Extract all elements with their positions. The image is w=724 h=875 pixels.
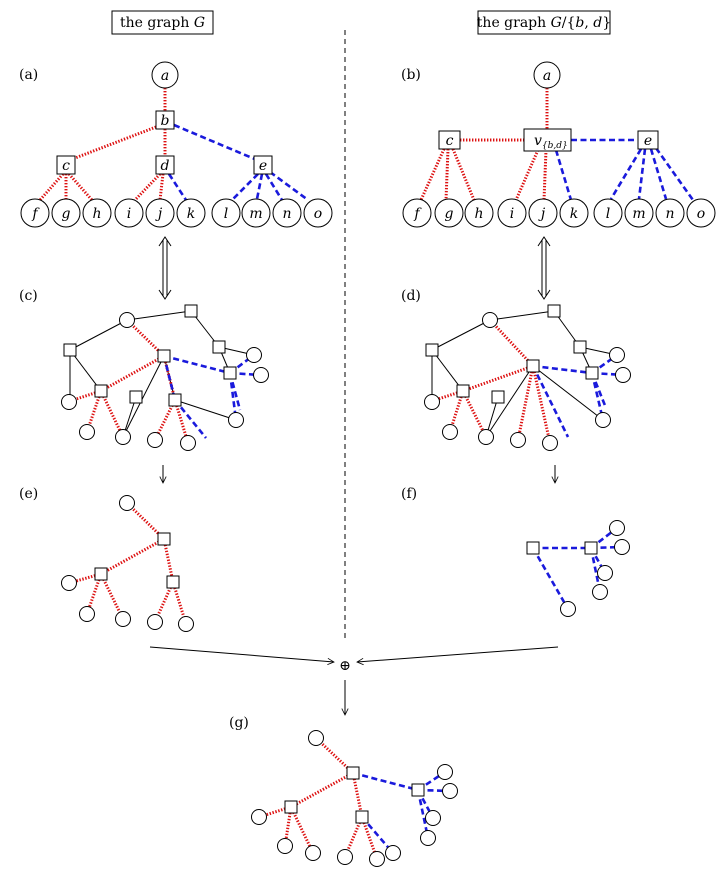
svg-text:k: k bbox=[570, 206, 578, 222]
node-a-contracted: a bbox=[543, 68, 551, 84]
node-d: d bbox=[161, 158, 170, 174]
node-h: h bbox=[92, 206, 101, 222]
oplus-operator: ⊕ bbox=[339, 658, 351, 674]
panel-e-red-subgraph bbox=[61, 495, 194, 632]
node-m: m bbox=[249, 206, 262, 222]
title-right: the graph G/{b, d} bbox=[477, 15, 611, 31]
equiv-arrow-right bbox=[537, 236, 551, 300]
svg-text:g: g bbox=[445, 206, 454, 222]
panel-b-tree: a c v{b,d} e f g h i j k l m n o bbox=[402, 61, 716, 228]
svg-text:j: j bbox=[538, 206, 546, 222]
node-n: n bbox=[282, 206, 291, 222]
node-g: g bbox=[62, 206, 71, 222]
node-i: i bbox=[127, 206, 131, 222]
node-c: c bbox=[62, 158, 70, 174]
svg-text:n: n bbox=[665, 206, 674, 222]
panel-label-c: (c) bbox=[19, 288, 38, 304]
svg-text:f: f bbox=[413, 206, 422, 222]
panel-label-b: (b) bbox=[401, 67, 421, 83]
node-a: a bbox=[161, 68, 169, 84]
svg-text:o: o bbox=[697, 206, 705, 222]
merge-arrow-left bbox=[149, 646, 334, 662]
svg-text:m: m bbox=[632, 206, 645, 222]
panel-label-g: (g) bbox=[229, 715, 249, 731]
title-right-box bbox=[477, 10, 611, 35]
node-c-contracted: c bbox=[446, 133, 454, 149]
node-j: j bbox=[155, 206, 163, 222]
node-f: f bbox=[31, 206, 40, 222]
node-e-contracted: e bbox=[644, 133, 652, 149]
panel-g-combined bbox=[251, 730, 458, 867]
panel-f-blue-subgraph bbox=[526, 520, 630, 617]
svg-text:l: l bbox=[606, 206, 610, 222]
equiv-arrow-left bbox=[158, 236, 172, 300]
svg-text:h: h bbox=[474, 206, 483, 222]
panel-label-e: (e) bbox=[19, 486, 38, 502]
merge-arrow-right bbox=[357, 646, 559, 662]
node-k: k bbox=[187, 206, 195, 222]
title-left: the graph G bbox=[120, 15, 205, 31]
panel-label-f: (f) bbox=[401, 486, 417, 502]
node-e: e bbox=[259, 158, 267, 174]
panel-d-graph bbox=[424, 304, 631, 451]
node-l: l bbox=[224, 206, 228, 222]
panel-label-d: (d) bbox=[401, 288, 421, 304]
node-v-bd: v{b,d} bbox=[534, 133, 568, 151]
panel-a-tree: a b c d e f g h i j k l m n o bbox=[20, 61, 333, 228]
svg-text:i: i bbox=[510, 206, 514, 222]
panel-label-a: (a) bbox=[19, 67, 38, 83]
node-o: o bbox=[314, 206, 322, 222]
panel-c-graph bbox=[61, 304, 269, 451]
node-b: b bbox=[161, 113, 170, 129]
title-left-box bbox=[111, 10, 214, 35]
